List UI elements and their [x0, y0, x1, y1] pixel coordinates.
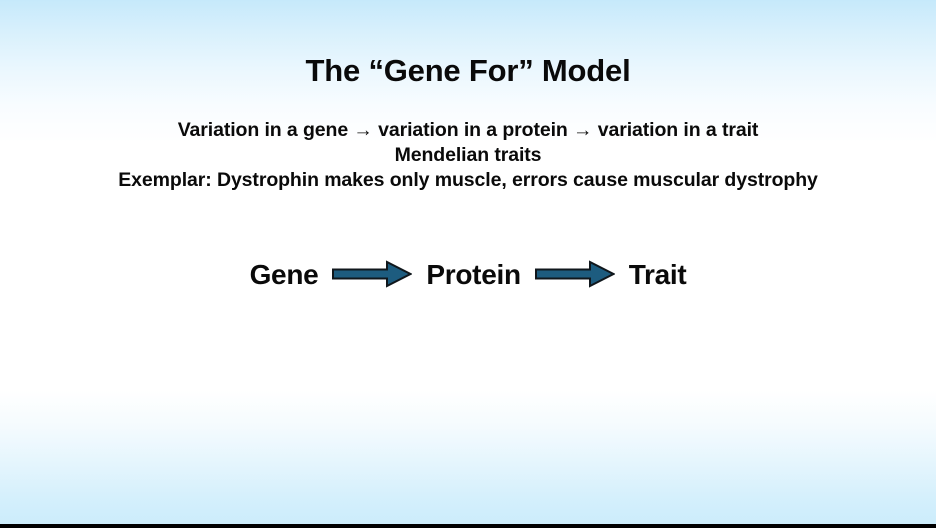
subtitle-block: Variation in a gene → variation in a pro…	[0, 118, 936, 193]
footer-bar	[0, 524, 936, 528]
subtitle-line-2: Mendelian traits	[394, 144, 542, 166]
page-title: The “Gene For” Model	[305, 53, 631, 88]
flow-node-protein: Protein	[426, 258, 521, 290]
subtitle-line-3: Exemplar: Dystrophin makes only muscle, …	[118, 169, 818, 191]
subtitle-line-1: Variation in a gene → variation in a pro…	[177, 119, 759, 141]
flow-node-gene: Gene	[249, 258, 319, 290]
gene-protein-trait-diagram: Gene Protein Trait	[0, 255, 936, 294]
flow-node-trait: Trait	[628, 258, 687, 290]
right-arrow-icon	[534, 259, 616, 294]
right-arrow-icon	[332, 259, 414, 294]
